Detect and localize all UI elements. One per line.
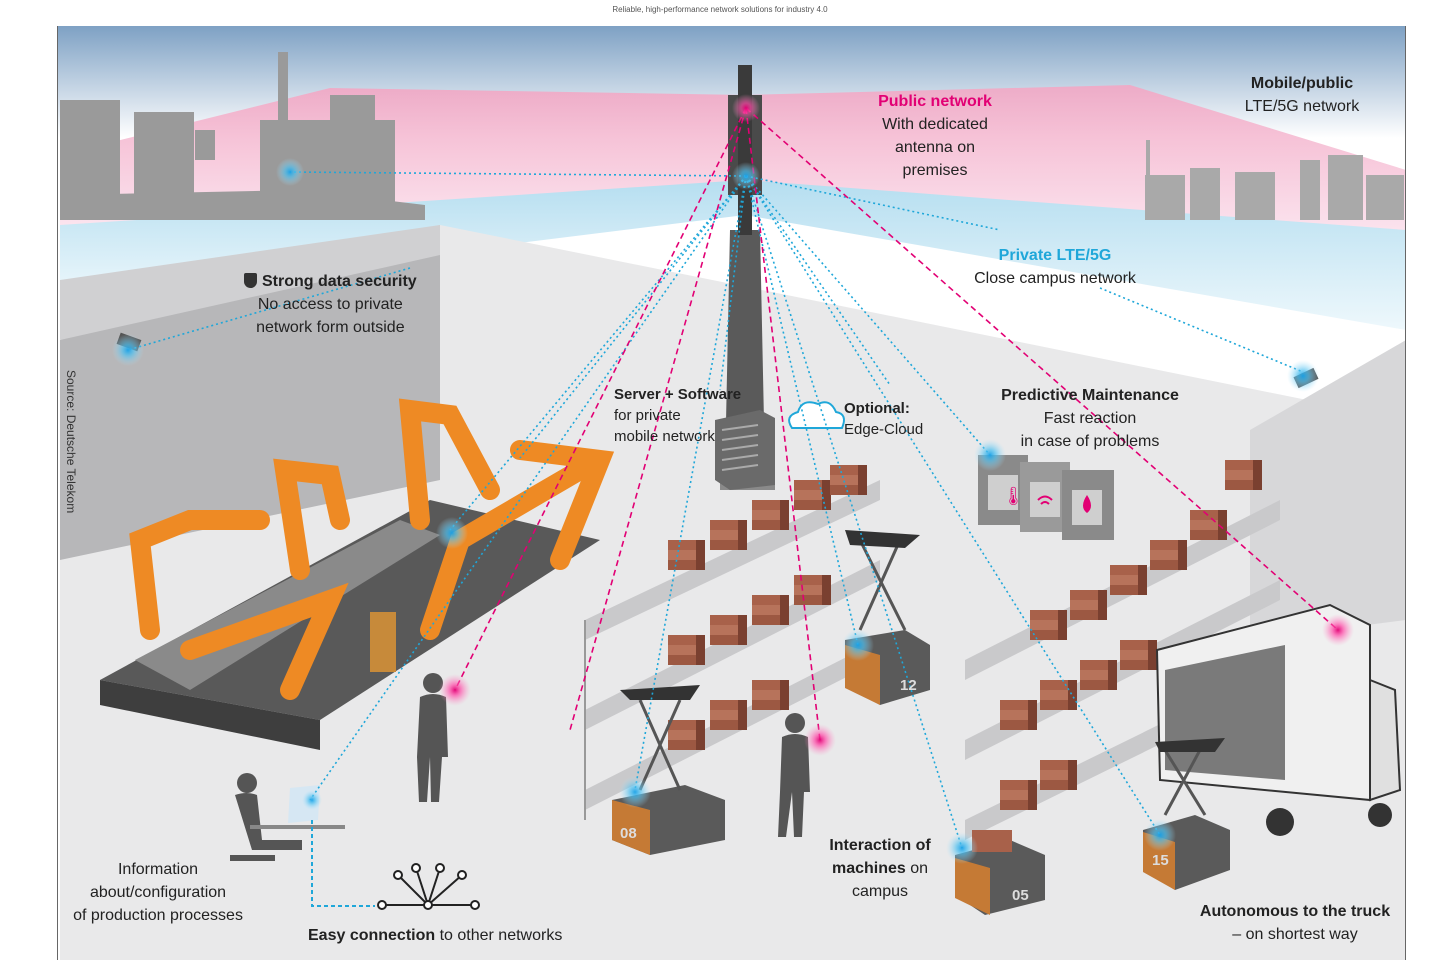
person-middle	[778, 713, 810, 837]
label-predictive: Predictive Maintenance Fast reaction in …	[1001, 387, 1179, 450]
private-links	[127, 171, 1304, 849]
label-information: Information about/configuration of produ…	[73, 861, 243, 924]
label-private-lte: Private LTE/5G Close campus network	[974, 247, 1136, 287]
vehicle-05	[955, 830, 1045, 915]
label-easy-connection: Easy connection to other networks	[308, 927, 563, 944]
maintenance-machines: 🌡	[978, 455, 1114, 540]
stacked-parts	[370, 612, 396, 672]
vehicle-number-12: 12	[900, 677, 917, 694]
left-wall	[60, 225, 440, 560]
frame-left	[57, 26, 58, 960]
frame-right	[1405, 26, 1406, 960]
droplet-icon	[1083, 495, 1091, 513]
label-data-security: Strong data security No access to privat…	[244, 270, 417, 339]
city-silhouette	[1145, 140, 1404, 220]
label-server: Server + Software for private mobile net…	[614, 386, 742, 445]
shelf-middle	[584, 465, 880, 820]
truck	[1155, 603, 1402, 836]
top-caption: Reliable, high-performance network solut…	[612, 5, 828, 14]
network-hub-icon	[377, 863, 480, 910]
server-rack	[715, 410, 775, 490]
thermometer-icon: 🌡	[1002, 486, 1025, 506]
label-edge-cloud: Optional: Edge-Cloud	[844, 400, 924, 438]
vehicle-number-08: 08	[620, 825, 637, 842]
public-links	[454, 107, 1339, 741]
label-autonomous: Autonomous to the truck – on shortest wa…	[1199, 903, 1391, 943]
vehicle-number-15: 15	[1152, 852, 1169, 869]
cloud-icon	[788, 401, 845, 429]
label-mobile-public: Mobile/public LTE/5G network	[1244, 75, 1360, 115]
label-interaction: Interaction of machines on campus	[829, 837, 931, 900]
label-public-network: Public network With dedicated antenna on…	[878, 93, 992, 179]
signal-glows	[112, 94, 1354, 864]
person-left	[417, 673, 448, 802]
source-credit: Source: Deutsche Telekom	[64, 370, 78, 514]
vehicle-number-05: 05	[1012, 887, 1029, 904]
desk-connection-line	[311, 820, 375, 907]
factory-silhouette	[60, 52, 425, 220]
person-desk	[230, 773, 345, 861]
wifi-icon	[1037, 495, 1053, 505]
shield-icon	[244, 273, 257, 288]
right-wall	[1250, 340, 1406, 640]
